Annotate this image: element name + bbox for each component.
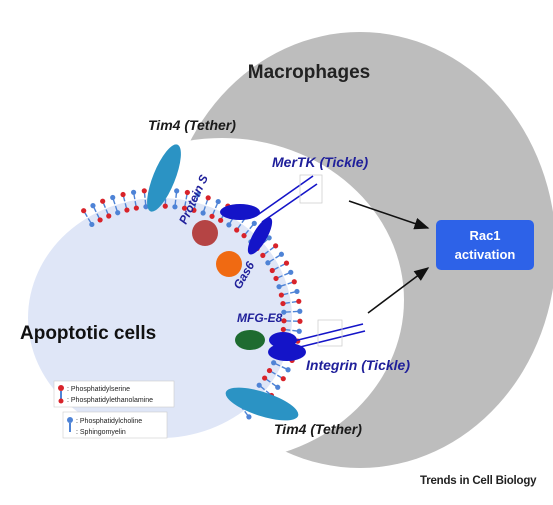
mertk-signal-arrow [348,200,430,230]
legend-box-ps-pe [53,380,175,408]
integrin-cytoplasmic-box [317,319,343,347]
lipid-head [209,213,215,219]
mertk-receptor-head [220,204,260,220]
lipid-head [120,191,126,198]
lipid-bilayer [81,187,303,420]
apoptotic-cells-label: Apoptotic cells [20,323,156,344]
legend-box-pc-sm [62,411,168,439]
lipid-head [184,189,190,196]
lipid-head [110,194,116,201]
lipid-head [269,267,275,274]
lipid-head [124,207,130,213]
integrin-transmembrane [293,323,364,342]
lipid-head [273,243,279,249]
lipid-head [283,260,290,266]
legend-ps-label: : Phosphatidylserine [67,386,130,393]
lipid-head [280,300,286,307]
lipid-head [97,217,103,223]
lipid-head [181,205,188,211]
rac1-label-line1: Rac1 [469,228,500,243]
lipid-head [106,213,112,219]
legend-red-head-icon [58,398,64,404]
lipid-head [133,205,139,211]
legend-red-head-icon [58,385,64,391]
lipid-head [296,298,302,304]
integrin-transmembrane [295,330,366,349]
lipid-legend: : Phosphatidylserine : Phosphatidylethan… [53,380,175,439]
lipid-head [218,217,224,223]
journal-credit: Trends in Cell Biology [420,475,537,487]
mertk-transmembrane [261,183,318,223]
lipid-head [90,203,96,209]
lipid-head [141,188,147,194]
lipid-head [275,384,281,390]
lipid-head [265,260,271,266]
lipid-head [280,326,286,333]
integrin-signal-arrow [367,267,430,314]
integrin-receptor-body [268,343,306,361]
lipid-head [81,208,87,214]
tim4-tether-top [147,144,181,212]
rac1-activation-box [436,220,534,270]
lipid-head [281,318,287,324]
legend-sm-label: : Sphingomyelin [76,429,126,436]
lipid-head [296,328,302,334]
tim4-bottom-label: Tim4 (Tether) [274,421,362,437]
tim4-tether-bottom [225,387,299,421]
lipid-head [115,210,121,216]
lipid-head [241,233,247,239]
lipid-head [195,192,201,198]
lipid-head [205,195,211,201]
mfg-e8-ligand [235,330,265,350]
lipid-head [291,279,297,285]
lipid-head [89,221,95,228]
lipid-head [297,308,303,314]
lipid-head [271,360,277,366]
legend-pe-label: : Phosphatidylethanolamine [67,397,153,404]
lipid-head [262,375,268,381]
lipid-head [276,284,282,290]
mertk-receptor-arm [247,217,273,255]
lipid-head [143,204,149,210]
legend-blue-head-icon [67,417,73,423]
tim4-top-label: Tim4 (Tether) [148,117,236,133]
lipid-head [260,252,266,259]
lipid-head [226,222,232,228]
lipid-head [200,210,206,216]
rac1-label-line2: activation [455,247,516,262]
integrin-label: Integrin (Tickle) [306,357,410,373]
lipid-head [172,204,178,210]
lipid-head [174,188,180,194]
lipid-head [191,207,197,213]
lipid-head [256,382,262,388]
lipid-head [288,269,294,275]
mertk-label: MerTK (Tickle) [272,154,369,170]
lipid-head [266,235,272,241]
lipid-head [280,376,286,382]
gas6-ligand [216,251,242,277]
lipid-head [130,189,137,195]
lipid-head [278,251,285,257]
lipid-head [251,220,257,226]
lipid-head [297,318,303,324]
mfg-e8-label: MFG-E8 [237,311,283,325]
lipid-head [162,203,168,209]
lipid-head [246,414,252,420]
lipid-head [100,198,106,204]
macrophages-title: Macrophages [248,62,370,83]
mertk-transmembrane [255,175,314,217]
lipid-head [285,367,291,373]
legend-pc-label: : Phosphatidylcholine [76,418,142,425]
mertk-cytoplasmic-box [299,174,323,204]
lipid-head [278,292,284,298]
lipid-head [273,275,279,282]
lipid-head [294,288,300,295]
lipid-head [266,367,273,374]
protein-s-ligand [192,220,218,246]
lipid-head [281,309,287,315]
lipid-head [215,198,221,205]
lipid-head [234,227,240,233]
